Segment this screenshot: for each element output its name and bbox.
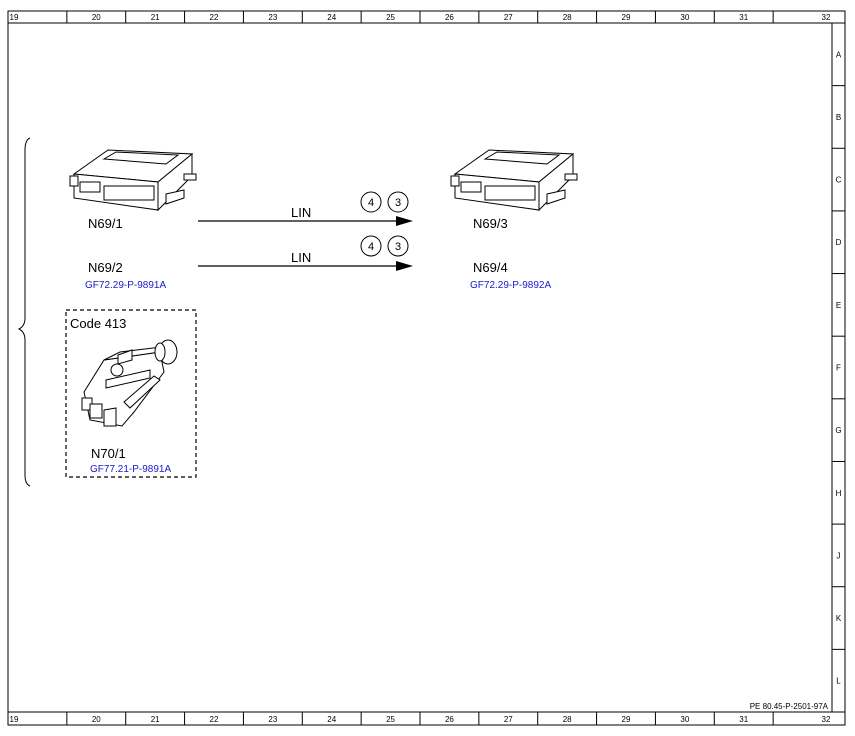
- label-n69-3: N69/3: [473, 216, 508, 231]
- label-n70-1: N70/1: [91, 446, 126, 461]
- top-column-ruler: 19 20 21 22 23 24 25 26 27 28 29 30 31 32: [10, 11, 831, 23]
- lin-label-2: LIN: [291, 250, 311, 265]
- column-number: 29: [622, 715, 631, 724]
- column-number: 21: [151, 715, 160, 724]
- column-number: 26: [445, 13, 454, 22]
- column-number: 20: [92, 13, 101, 22]
- row-letter: A: [836, 50, 842, 59]
- column-number: 24: [327, 13, 336, 22]
- control-unit-n69-1-icon: [69, 149, 197, 212]
- column-number: 23: [268, 13, 277, 22]
- circle-label-2a: 4: [368, 241, 374, 253]
- code-413-box: [65, 309, 197, 478]
- circle-label-1a: 4: [368, 197, 374, 209]
- group-brace: [17, 137, 31, 487]
- column-number: 19: [10, 13, 19, 22]
- row-letter: H: [836, 489, 842, 498]
- lin-connection-1: LIN 4 3: [198, 191, 413, 226]
- row-letter: F: [836, 364, 841, 373]
- column-number: 28: [563, 13, 572, 22]
- column-number: 23: [268, 715, 277, 724]
- label-n69-1: N69/1: [88, 216, 123, 231]
- column-number: 19: [10, 715, 19, 724]
- column-number: 25: [386, 715, 395, 724]
- column-number: 21: [151, 13, 160, 22]
- ref-link-left[interactable]: GF72.29-P-9891A: [85, 280, 166, 291]
- column-number: 30: [680, 13, 689, 22]
- row-letter: E: [836, 301, 841, 310]
- label-n69-4: N69/4: [473, 260, 508, 275]
- ref-link-n70[interactable]: GF77.21-P-9891A: [90, 464, 171, 475]
- document-id: PE 80.45-P-2501-97A: [750, 702, 829, 711]
- column-number: 32: [822, 715, 831, 724]
- row-letter: D: [836, 238, 842, 247]
- column-number: 26: [445, 715, 454, 724]
- column-number: 27: [504, 715, 513, 724]
- circle-label-1b: 3: [395, 197, 401, 209]
- column-number: 31: [739, 13, 748, 22]
- column-number: 30: [680, 715, 689, 724]
- ref-link-right[interactable]: GF72.29-P-9892A: [470, 280, 551, 291]
- column-number: 24: [327, 715, 336, 724]
- row-letter: J: [837, 551, 841, 560]
- column-number: 20: [92, 715, 101, 724]
- sensor-n70-1-icon: [81, 339, 178, 427]
- column-number: 28: [563, 715, 572, 724]
- lin-connection-2: LIN 4 3: [198, 235, 413, 271]
- row-ruler: A B C D E F G H J K L: [832, 50, 845, 686]
- row-letter: L: [836, 677, 841, 686]
- row-letter: G: [835, 426, 841, 435]
- outer-frame: [7, 10, 846, 726]
- column-number: 31: [739, 715, 748, 724]
- column-number: 29: [622, 13, 631, 22]
- column-number: 25: [386, 13, 395, 22]
- row-letter: K: [836, 614, 842, 623]
- row-letter: B: [836, 113, 841, 122]
- column-number: 32: [822, 13, 831, 22]
- lin-label-1: LIN: [291, 205, 311, 220]
- column-number: 22: [210, 715, 219, 724]
- code-box-label: Code 413: [70, 316, 126, 331]
- column-number: 27: [504, 13, 513, 22]
- label-n69-2: N69/2: [88, 260, 123, 275]
- control-unit-n69-3-icon: [450, 149, 578, 212]
- column-number: 22: [210, 13, 219, 22]
- row-letter: C: [836, 176, 842, 185]
- bottom-column-ruler: 19 20 21 22 23 24 25 26 27 28 29 30 31 32: [10, 712, 831, 725]
- circle-label-2b: 3: [395, 241, 401, 253]
